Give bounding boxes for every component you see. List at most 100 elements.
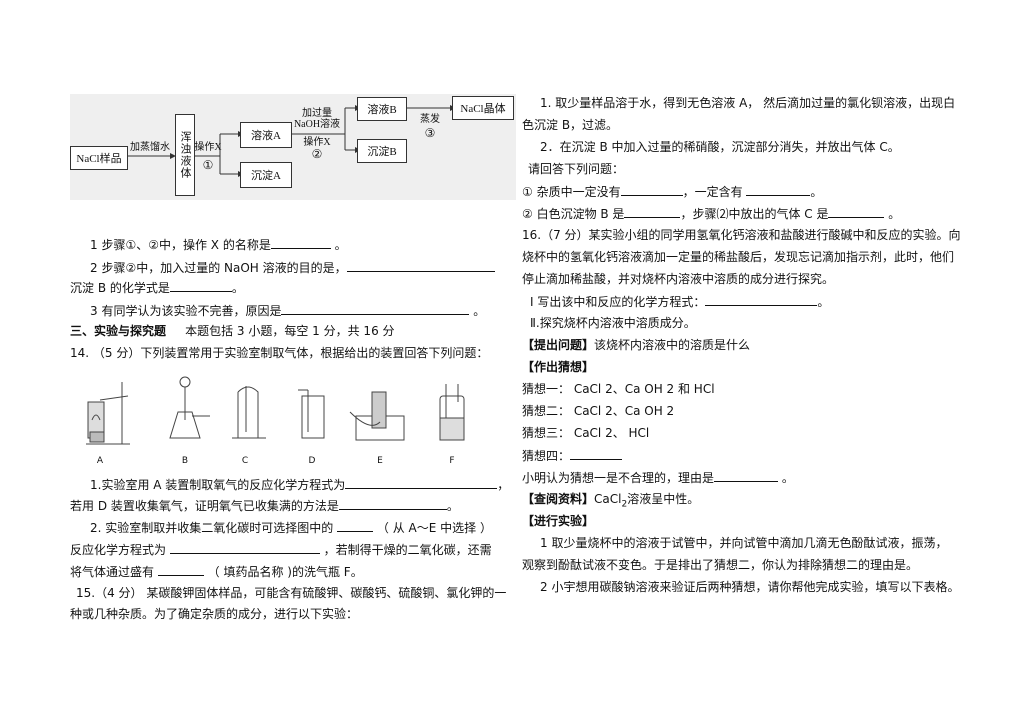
apparatus-drawings bbox=[86, 376, 465, 445]
question-text: ，若制得干燥的二氧化碳，还需 bbox=[323, 543, 492, 557]
guess-3: 猜想三： CaCl 2、 HCl bbox=[522, 426, 650, 440]
tag-text: 该烧杯内溶液中的溶质是什么 bbox=[594, 338, 751, 352]
question-text: 猜想四： bbox=[522, 449, 571, 463]
question-15-a: 15.（4 分） 某碳酸钾固体样品，可能含有硫酸钾、碳酸钙、硫酸铜、氯化钾的一 bbox=[76, 586, 507, 600]
answer-blank[interactable] bbox=[714, 469, 779, 482]
question-14-1b: 若用 D 装置收集氧气，证明氧气已收集满的方法是。 bbox=[70, 497, 459, 514]
answer-blank[interactable] bbox=[345, 476, 498, 489]
question-14-1a: 1.实验室用 A 装置制取氧气的反应化学方程式为， bbox=[90, 476, 509, 493]
answer-blank[interactable] bbox=[169, 279, 232, 292]
answer-blank[interactable] bbox=[705, 293, 818, 306]
question-text: 1 步骤①、②中，操作 X 的名称是 bbox=[90, 238, 271, 252]
answer-blank[interactable] bbox=[746, 183, 811, 196]
flow-label-op-x-1: 操作X bbox=[194, 142, 222, 153]
answer-blank[interactable] bbox=[338, 497, 447, 510]
answer-blank[interactable] bbox=[828, 205, 885, 218]
answer-blank[interactable] bbox=[620, 183, 683, 196]
flow-turbid-liquid: 浑浊液体 bbox=[175, 114, 195, 196]
flow-nacl-sample: NaCl样品 bbox=[70, 146, 128, 170]
answer-blank[interactable] bbox=[169, 541, 320, 554]
question-text: 沉淀 B 的化学式是 bbox=[70, 281, 170, 295]
tag-label: 【提出问题】 bbox=[522, 338, 595, 352]
punct: 。 bbox=[334, 238, 347, 252]
question-13-2b: 沉淀 B 的化学式是 。 bbox=[70, 279, 244, 296]
question-16-b: 烧杯中的氢氧化钙溶液滴加一定量的稀盐酸后，发现忘记滴加指示剂，此时，他们 bbox=[522, 250, 955, 264]
question-text: （ 从 A～E 中选择 ） bbox=[376, 521, 492, 535]
flow-precipitate-b: 沉淀B bbox=[357, 139, 407, 163]
answer-blank[interactable] bbox=[157, 563, 204, 576]
question-text: ，步骤⑵中放出的气体 C 是 bbox=[680, 207, 829, 221]
question-16-c: 停止滴加稀盐酸，并对烧杯内溶液中溶质的成分进行探究。 bbox=[522, 272, 835, 286]
question-15-step1b: 色沉淀 B，过滤。 bbox=[522, 118, 619, 132]
question-text: 3 有同学认为该实验不完善，原因是 bbox=[90, 304, 282, 318]
experiment-2: 2 小宇想用碳酸钠溶液来验证后两种猜想，请你帮他完成实验，填写以下表格。 bbox=[540, 580, 960, 594]
flow-label-op-x-2: 操作X bbox=[303, 137, 331, 148]
apparatus-figure: A B C D E F bbox=[70, 372, 490, 472]
question-14: 14. （5 分）下列装置常用于实验室制取气体，根据给出的装置回答下列问题： bbox=[70, 346, 489, 360]
apparatus-label-e: E bbox=[377, 456, 383, 466]
question-15-b: 种或几种杂质。为了确定杂质的成分，进行以下实验： bbox=[70, 607, 359, 621]
flow-label-naoh-solution: NaOH溶液 bbox=[293, 119, 341, 130]
answer-blank[interactable] bbox=[624, 205, 681, 218]
apparatus-label-c: C bbox=[241, 456, 249, 466]
flow-solution-a: 溶液A bbox=[240, 122, 292, 148]
xiaoming-reason: 小明认为猜想一是不合理的，理由是 。 bbox=[522, 469, 794, 486]
guess-2: 猜想二： CaCl 2、Ca OH 2 bbox=[522, 404, 675, 418]
section-desc: 本题包括 3 小题，每空 1 分，共 16 分 bbox=[185, 324, 395, 338]
flow-label-evaporate: 蒸发 bbox=[420, 114, 440, 125]
question-15-sub2: ② 白色沉淀物 B 是，步骤⑵中放出的气体 C 是 。 bbox=[522, 205, 900, 222]
guess-4: 猜想四： bbox=[522, 447, 623, 464]
question-16-i: Ⅰ 写出该中和反应的化学方程式：。 bbox=[530, 293, 829, 310]
flow-solution-b: 溶液B bbox=[357, 97, 407, 121]
answer-blank[interactable] bbox=[570, 447, 623, 460]
question-text: （ 填药品名称 )的洗气瓶 F。 bbox=[207, 565, 363, 579]
question-text: ① 杂质中一定没有 bbox=[522, 185, 621, 199]
punct: 。 bbox=[446, 499, 459, 513]
flow-label-circle-3: ③ bbox=[424, 126, 436, 140]
question-text: 小明认为猜想一是不合理的，理由是 bbox=[522, 471, 715, 485]
question-13-1: 1 步骤①、②中，操作 X 的名称是 。 bbox=[90, 236, 347, 253]
punct: ， bbox=[497, 478, 510, 492]
tag-label: 【查阅资料】 bbox=[522, 492, 595, 506]
question-15-sub1: ① 杂质中一定没有 ，一定含有 。 bbox=[522, 183, 822, 200]
experiment-heading: 【进行实验】 bbox=[522, 514, 595, 528]
apparatus-label-f: F bbox=[449, 456, 455, 466]
guess-1: 猜想一： CaCl 2、Ca OH 2 和 HCl bbox=[522, 382, 715, 396]
question-14-2a: 2. 实验室制取并收集二氧化碳时可选择图中的 （ 从 A～E 中选择 ） bbox=[90, 519, 492, 536]
section-title: 三、实验与探究题 bbox=[70, 324, 167, 338]
guess-heading: 【作出猜想】 bbox=[522, 360, 595, 374]
punct: 。 bbox=[810, 185, 823, 199]
question-15-step2: 2．在沉淀 B 中加入过量的稀硝酸，沉淀部分消失，并放出气体 C。 bbox=[540, 140, 900, 154]
section-3-heading: 三、实验与探究题 本题包括 3 小题，每空 1 分，共 16 分 bbox=[70, 323, 395, 339]
formula-text: CaCl bbox=[594, 492, 622, 506]
apparatus-label-a: A bbox=[96, 456, 104, 466]
answer-blank[interactable] bbox=[281, 302, 470, 315]
question-15-step1a: 1. 取少量样品溶于水，得到无色溶液 A， 然后滴加过量的氯化钡溶液，出现白 bbox=[540, 96, 956, 110]
punct: 。 bbox=[817, 295, 830, 309]
punct: 。 bbox=[781, 471, 794, 485]
experiment-1a: 1 取少量烧杯中的溶液于试管中，并向试管中滴加几滴无色酚酞试液，振荡， bbox=[540, 536, 948, 550]
flow-label-add-water: 加蒸馏水 bbox=[130, 142, 170, 153]
flow-precipitate-a: 沉淀A bbox=[240, 162, 292, 188]
nacl-purification-flowchart: NaCl样品 加蒸馏水 浑浊液体 操作X ① 溶液A 沉淀A 加过量 NaOH溶… bbox=[70, 94, 516, 200]
question-14-2c: 将气体通过盛有 （ 填药品名称 )的洗气瓶 F。 bbox=[70, 563, 363, 580]
ask-question-row: 【提出问题】该烧杯内溶液中的溶质是什么 bbox=[522, 337, 750, 353]
question-text: 2 步骤②中，加入过量的 NaOH 溶液的目的是， bbox=[90, 261, 347, 275]
question-text: 反应化学方程式为 bbox=[70, 543, 167, 557]
flow-label-circle-2: ② bbox=[311, 147, 323, 161]
question-15-prompt: 请回答下列问题： bbox=[528, 162, 625, 176]
tag-text: 溶液呈中性。 bbox=[627, 492, 700, 506]
apparatus-label-d: D bbox=[308, 456, 316, 466]
question-text: 将气体通过盛有 bbox=[70, 565, 155, 579]
punct: 。 bbox=[231, 281, 244, 295]
question-text: ，一定含有 bbox=[682, 185, 743, 199]
answer-blank[interactable] bbox=[346, 259, 495, 272]
answer-blank[interactable] bbox=[337, 519, 374, 532]
flow-nacl-crystal: NaCl晶体 bbox=[452, 96, 514, 120]
question-14-2b: 反应化学方程式为 ，若制得干燥的二氧化碳，还需 bbox=[70, 541, 492, 558]
answer-blank[interactable] bbox=[270, 236, 331, 249]
question-text: ② 白色沉淀物 B 是 bbox=[522, 207, 625, 221]
flow-label-add-excess: 加过量 bbox=[302, 108, 332, 119]
info-row: 【查阅资料】CaCl2溶液呈中性。 bbox=[522, 491, 699, 512]
